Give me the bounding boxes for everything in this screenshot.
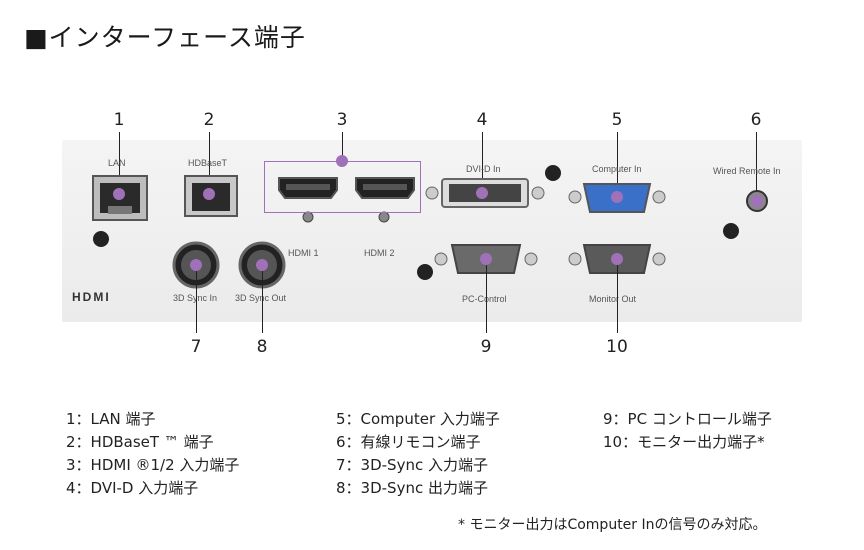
marker-7 bbox=[190, 259, 202, 271]
port-label-computer: Computer In bbox=[592, 164, 642, 174]
leader-line-2 bbox=[209, 132, 210, 193]
legend-item: 2：HDBaseT ™ 端子 bbox=[66, 433, 214, 451]
port-label-monitor-out: Monitor Out bbox=[589, 294, 637, 304]
port-label-lan: LAN bbox=[108, 158, 126, 168]
port-label-pc-control: PC-Control bbox=[462, 294, 507, 304]
callout-number-10: 10 bbox=[606, 337, 628, 357]
legend-item: 6：有線リモコン端子 bbox=[336, 433, 481, 451]
callout-number-8: 8 bbox=[256, 337, 268, 357]
callout-number-2: 2 bbox=[203, 110, 215, 130]
leader-line-6 bbox=[756, 132, 757, 200]
leader-line-4 bbox=[482, 132, 483, 193]
legend-column-3: 9：PC コントロール端子 10：モニター出力端子* bbox=[603, 408, 772, 454]
callout-number-9: 9 bbox=[480, 337, 492, 357]
port-label-dvi: DVI-D In bbox=[466, 164, 501, 174]
legend-item: 5：Computer 入力端子 bbox=[336, 410, 500, 428]
marker-9 bbox=[480, 253, 492, 265]
legend-item: 9：PC コントロール端子 bbox=[603, 410, 772, 428]
legend-item: 8：3D-Sync 出力端子 bbox=[336, 479, 488, 497]
legend-column-2: 5：Computer 入力端子 6：有線リモコン端子 7：3D-Sync 入力端… bbox=[336, 408, 500, 500]
marker-6 bbox=[751, 195, 763, 207]
leader-line-9 bbox=[486, 265, 487, 333]
legend-item: 7：3D-Sync 入力端子 bbox=[336, 456, 488, 474]
marker-3 bbox=[336, 155, 348, 167]
legend-column-1: 1：LAN 端子 2：HDBaseT ™ 端子 3：HDMI ®1/2 入力端子… bbox=[66, 408, 239, 500]
port-label-hdbaset: HDBaseT bbox=[188, 158, 228, 168]
legend-item: 1：LAN 端子 bbox=[66, 410, 156, 428]
legend-item: 4：DVI-D 入力端子 bbox=[66, 479, 199, 497]
port-label-sync-in: 3D Sync In bbox=[173, 293, 218, 303]
callout-number-6: 6 bbox=[750, 110, 762, 130]
marker-10 bbox=[611, 253, 623, 265]
marker-4 bbox=[476, 187, 488, 199]
callout-number-3: 3 bbox=[336, 110, 348, 130]
port-label-hdmi1: HDMI 1 bbox=[288, 248, 319, 258]
legend-item: 3：HDMI ®1/2 入力端子 bbox=[66, 456, 240, 474]
marker-8 bbox=[256, 259, 268, 271]
hdmi-group-bracket bbox=[264, 161, 421, 213]
leader-line-8 bbox=[262, 271, 263, 333]
callout-number-5: 5 bbox=[611, 110, 623, 130]
projector-rear-panel bbox=[62, 140, 802, 322]
port-label-wired-remote: Wired Remote In bbox=[713, 166, 781, 176]
callout-number-4: 4 bbox=[476, 110, 488, 130]
marker-2 bbox=[203, 188, 215, 200]
callout-number-1: 1 bbox=[113, 110, 125, 130]
marker-5 bbox=[611, 191, 623, 203]
leader-line-7 bbox=[196, 271, 197, 333]
marker-1 bbox=[113, 188, 125, 200]
callout-number-7: 7 bbox=[190, 337, 202, 357]
page-title: ■インターフェース端子 bbox=[24, 23, 306, 52]
hdmi-logo: HDMI bbox=[72, 290, 111, 304]
port-label-sync-out: 3D Sync Out bbox=[235, 293, 287, 303]
leader-line-5 bbox=[617, 132, 618, 195]
leader-line-3 bbox=[342, 132, 343, 161]
port-label-hdmi2: HDMI 2 bbox=[364, 248, 395, 258]
leader-line-1 bbox=[119, 132, 120, 193]
footnote: * モニター出力はComputer Inの信号のみ対応。 bbox=[458, 517, 767, 533]
legend-item: 10：モニター出力端子* bbox=[603, 433, 765, 451]
leader-line-10 bbox=[617, 265, 618, 333]
